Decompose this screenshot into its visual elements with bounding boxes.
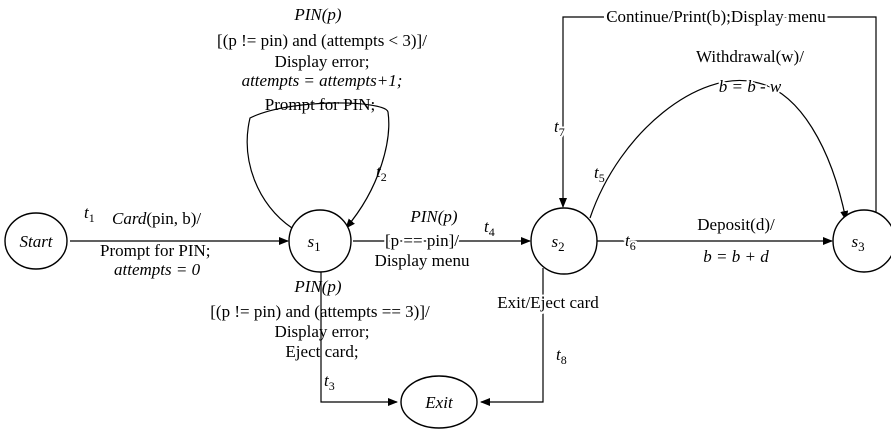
state-s2-label: s2 [551, 232, 564, 254]
t4-action: Display menu [375, 251, 470, 270]
edge-t5 [589, 79, 849, 221]
t4-name: t4 [484, 217, 495, 239]
state-s3-label: s3 [851, 232, 864, 254]
state-s2 [530, 207, 598, 275]
t1-action1: Prompt for PIN; [100, 241, 211, 260]
t3-action1: Display error; [275, 322, 370, 341]
t2-action1: Display error; [275, 52, 370, 71]
t6-action: b = b + d [703, 247, 769, 266]
t1-action2: attempts = 0 [114, 260, 201, 279]
t2-action3: Prompt for PIN; [265, 95, 376, 114]
t2-guard: [(p != pin) and (attempts < 3)]/ [217, 31, 427, 50]
t2-event: PIN(p) [293, 5, 342, 24]
t4-event: PIN(p) [409, 207, 458, 226]
t6-name: t6 [625, 231, 636, 253]
t5-action: b = b - w [719, 77, 782, 96]
t4-guard: [p == pin]/ [385, 231, 459, 250]
t1-event: Card(pin, b)/ [112, 209, 201, 228]
t2-action2: attempts = attempts+1; [242, 71, 403, 90]
edge-t2 [246, 102, 390, 229]
state-s1 [288, 209, 352, 273]
t1-name: t1 [84, 203, 95, 225]
state-start [4, 212, 68, 270]
t5-name: t5 [594, 163, 605, 185]
edge-t8 [480, 268, 544, 406]
t3-guard: [(p != pin) and (attempts == 3)]/ [210, 302, 430, 321]
t3-name: t3 [324, 371, 335, 393]
edge-t7 [559, 16, 877, 230]
state-exit-label: Exit [424, 393, 454, 412]
state-exit [400, 375, 478, 429]
t2-name: t2 [376, 162, 387, 184]
state-start-label: Start [19, 232, 53, 251]
t8-label: Exit/Eject card [497, 293, 599, 312]
t3-event: PIN(p) [293, 277, 342, 296]
state-s1-label: s1 [307, 232, 320, 254]
t8-name: t8 [556, 345, 567, 367]
t5-event: Withdrawal(w)/ [696, 47, 804, 66]
t3-action2: Eject card; [285, 342, 358, 361]
t6-event: Deposit(d)/ [697, 215, 775, 234]
edge-t3 [320, 268, 398, 406]
t7-label: Continue/Print(b);Display menu [606, 7, 826, 26]
t7-name: t7 [554, 117, 565, 139]
state-s3 [832, 209, 891, 273]
